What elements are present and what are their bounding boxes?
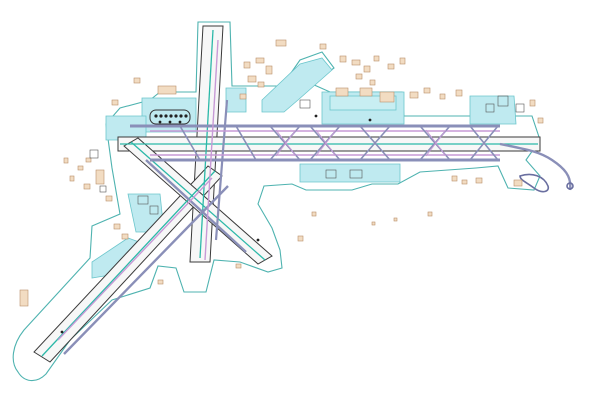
apron-west-end	[105, 115, 147, 141]
outlying-buildings	[19, 39, 544, 307]
taxiway-vertical	[214, 99, 229, 241]
taxiway-highlight-diagonal	[57, 177, 213, 341]
structure-outlines	[89, 95, 525, 215]
approach-lights	[60, 114, 372, 334]
taxiway-network	[57, 39, 572, 355]
hangar-2	[359, 87, 373, 97]
taxiway-diagonal-cross	[145, 159, 247, 253]
apron-northeast	[261, 57, 333, 113]
taxiway-highlight-vertical	[204, 39, 219, 261]
apron-hangar-west	[225, 87, 247, 113]
taxiway-diagonal-west	[63, 185, 229, 355]
hangar-3	[379, 91, 395, 103]
taxiway-east-curve	[499, 142, 572, 191]
east-turnaround	[519, 173, 574, 193]
hangar-1	[335, 87, 349, 97]
apron-east-end	[469, 95, 517, 125]
